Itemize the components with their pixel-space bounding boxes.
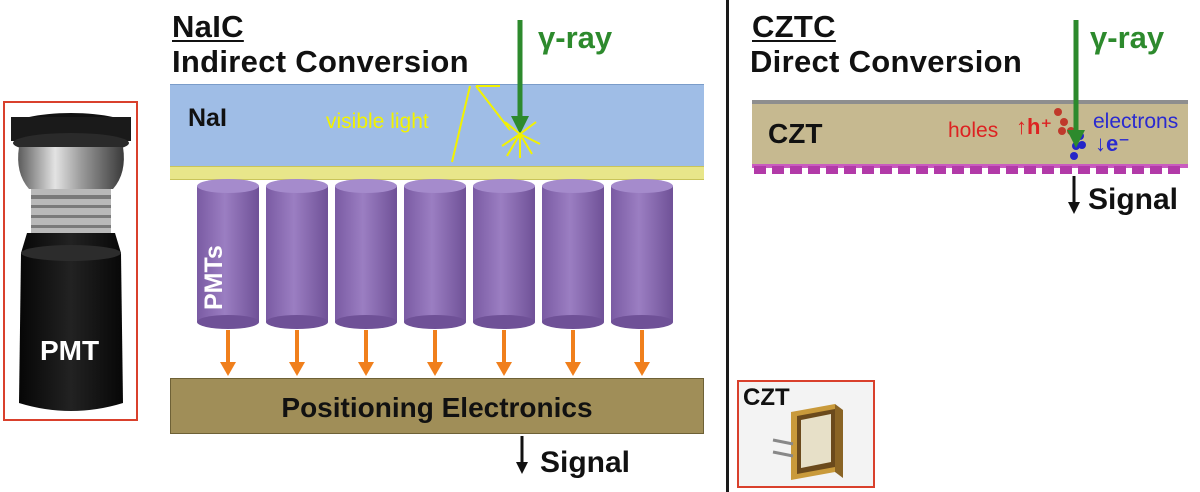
- orange-arrow: [289, 330, 305, 376]
- left-signal-label: Signal: [540, 446, 630, 480]
- pmt-cylinder: [335, 179, 397, 329]
- pmt-cylinders: [197, 179, 673, 329]
- holes-symbol: ↑h⁺: [1016, 114, 1052, 140]
- orange-arrow: [427, 330, 443, 376]
- orange-arrow: [634, 330, 650, 376]
- left-gamma-label: γ-ray: [538, 20, 612, 56]
- pmt-cylinder: [266, 179, 328, 329]
- electrons-symbol: ↓e⁻: [1095, 131, 1130, 157]
- positioning-electronics-label: Positioning Electronics: [170, 392, 704, 424]
- panel-divider: [726, 0, 729, 492]
- right-gamma-label: γ-ray: [1090, 20, 1164, 56]
- light-guide: [170, 166, 704, 180]
- orange-arrow: [220, 330, 236, 376]
- czt-photo-label: CZT: [743, 384, 790, 412]
- orange-arrow: [565, 330, 581, 376]
- czt-label: CZT: [768, 118, 822, 150]
- visible-light-label: visible light: [326, 110, 429, 134]
- orange-arrow: [496, 330, 512, 376]
- pmt-cylinder: [404, 179, 466, 329]
- orange-arrow: [358, 330, 374, 376]
- pmt-cylinder: [542, 179, 604, 329]
- pmts-label: PMTs: [200, 245, 229, 310]
- pmt-photo-label: PMT: [40, 335, 99, 367]
- czt-pixel-pads: [752, 164, 1188, 174]
- holes-label: holes: [948, 119, 998, 143]
- nai-label: NaI: [188, 104, 227, 133]
- pmt-output-arrows: [220, 330, 650, 376]
- naic-subtitle: Indirect Conversion: [172, 45, 469, 79]
- pmt-cylinder: [611, 179, 673, 329]
- left-signal-arrow: [516, 436, 528, 474]
- right-signal-label: Signal: [1088, 183, 1178, 217]
- right-signal-arrow: [1068, 176, 1080, 214]
- nai-crystal: [170, 84, 704, 167]
- pmt-photo-frame: [3, 101, 138, 421]
- pmt-photo: [5, 103, 136, 419]
- naic-title: NaIC: [172, 10, 244, 44]
- pmt-cylinder: [473, 179, 535, 329]
- cztc-subtitle: Direct Conversion: [750, 45, 1022, 79]
- cztc-title: CZTC: [752, 10, 836, 44]
